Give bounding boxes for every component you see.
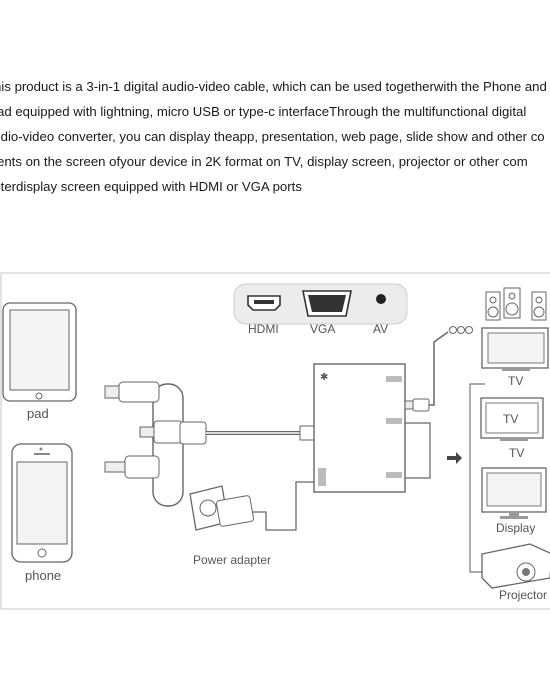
description-line: puterdisplay screen equipped with HDMI o…: [0, 179, 302, 194]
tv-screen-text: TV: [503, 412, 518, 426]
hdmi-label: HDMI: [248, 322, 279, 336]
description-line: This product is a 3-in-1 digital audio-v…: [0, 79, 547, 94]
projector-icon: [481, 543, 550, 589]
phone-label: phone: [25, 568, 61, 583]
output-connector-line: [405, 422, 431, 479]
pad-label: pad: [27, 406, 49, 421]
description-line: ntents on the screen ofyour device in 2K…: [0, 154, 528, 169]
adapter-box: ✱: [313, 363, 406, 493]
svg-text:✱: ✱: [320, 372, 328, 383]
speaker-icon: [485, 287, 547, 321]
description-line: audio-video converter, you can display t…: [0, 129, 545, 144]
power-adapter-icon: [189, 481, 314, 531]
arrow-icon: [447, 452, 462, 464]
port-panel: [233, 283, 408, 325]
tv-label-top: TV: [508, 374, 523, 388]
projector-label: Projector: [499, 588, 547, 602]
description-line: Ipad equipped with lightning, micro USB …: [0, 104, 527, 119]
hdmi-port-icon: [247, 295, 281, 311]
product-description: This product is a 3-in-1 digital audio-v…: [0, 74, 550, 199]
monitor-icon: [481, 467, 547, 519]
cable-hub: [104, 381, 315, 507]
tablet-icon: [2, 302, 77, 402]
av-port-icon: [376, 294, 386, 304]
power-adapter-label: Power adapter: [193, 553, 271, 567]
av-cable: [404, 326, 473, 412]
vga-label: VGA: [310, 322, 335, 336]
av-label: AV: [373, 322, 388, 336]
tv-label-middle: TV: [509, 446, 524, 460]
output-bracket: [469, 383, 485, 573]
tv-icon: [480, 397, 544, 441]
phone-icon: [11, 443, 73, 563]
vga-port-icon: [302, 290, 352, 317]
tv-icon: [481, 327, 549, 371]
display-label: Display: [496, 521, 535, 535]
connection-diagram: HDMI VGA AV pad phone ✱: [0, 272, 550, 610]
